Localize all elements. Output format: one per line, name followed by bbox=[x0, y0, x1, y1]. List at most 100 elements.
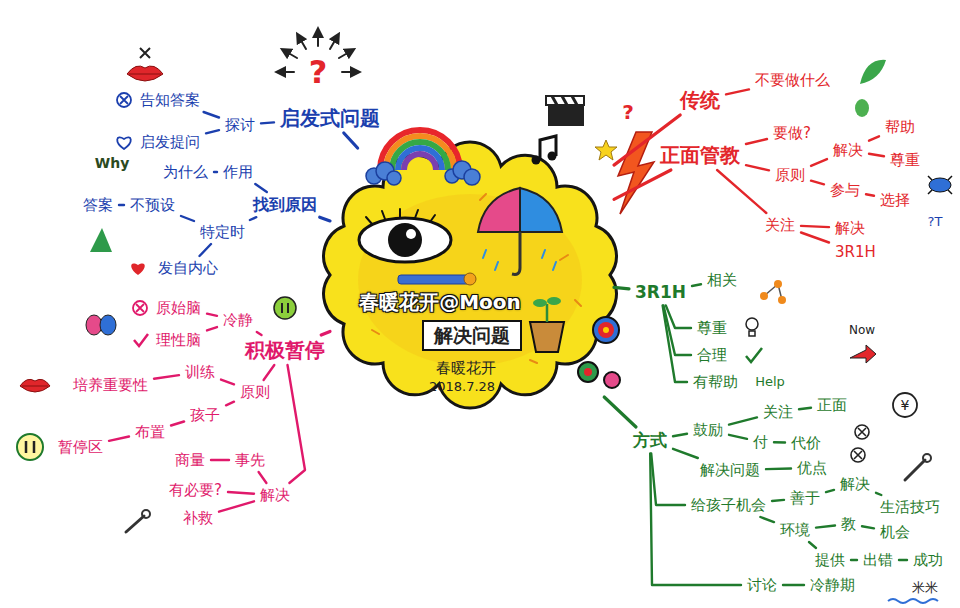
branch-line bbox=[181, 216, 194, 221]
branch-node: 找到原因 bbox=[249, 194, 321, 215]
node-text: 付 bbox=[753, 433, 768, 451]
brain-icon bbox=[86, 315, 116, 335]
node-text: 机会 bbox=[880, 523, 910, 541]
node-text: 解决 bbox=[833, 141, 863, 159]
branch-line bbox=[207, 327, 217, 330]
branch-line bbox=[866, 194, 874, 196]
branch-line bbox=[228, 492, 254, 494]
node-text: 尊重 bbox=[890, 151, 920, 169]
center-title: 解决问题 bbox=[422, 320, 522, 351]
cross-circle bbox=[851, 448, 865, 462]
wrench-icon bbox=[142, 510, 150, 518]
branch-node: 机会 bbox=[876, 522, 914, 542]
branch-node: 环境 bbox=[776, 520, 814, 540]
branch-line bbox=[261, 122, 274, 123]
branch-node: 解决 bbox=[829, 140, 867, 160]
branch-line bbox=[257, 332, 262, 335]
node-text: 商量 bbox=[175, 451, 205, 469]
node-text: 给孩子机会 bbox=[691, 496, 766, 514]
branch-node: 成功 bbox=[909, 550, 947, 570]
wrench-icon bbox=[126, 516, 144, 532]
branch-node: 积极暂停 bbox=[241, 337, 329, 363]
node-text: 补救 bbox=[183, 509, 213, 527]
annotation-label: ¥ bbox=[901, 397, 910, 414]
branch-node: 孩子 bbox=[186, 405, 224, 425]
branch-node: 培养重要性 bbox=[69, 375, 152, 395]
node-text: 成功 bbox=[913, 551, 943, 569]
magic-wand bbox=[398, 275, 470, 284]
molecule-icon bbox=[760, 280, 786, 304]
branch-line bbox=[673, 449, 698, 458]
annotation-label: 春暖花开 bbox=[436, 359, 496, 377]
node-text: 原则 bbox=[775, 166, 805, 184]
branch-line bbox=[816, 526, 835, 528]
question-arrows bbox=[285, 51, 297, 58]
rainbow bbox=[398, 148, 442, 170]
node-text: 解决 bbox=[835, 219, 865, 237]
rainbow bbox=[380, 130, 460, 170]
branch-node: 为什么 bbox=[159, 162, 212, 182]
node-text: 要做? bbox=[773, 124, 811, 142]
branch-line bbox=[729, 435, 747, 439]
branch-line bbox=[869, 154, 884, 157]
branch-node: 原始脑 bbox=[152, 298, 205, 318]
node-text: 暂停区 bbox=[58, 438, 103, 456]
branch-line bbox=[772, 500, 784, 501]
branch-node: 作用 bbox=[219, 162, 257, 182]
question-arrows bbox=[330, 37, 337, 49]
magic-wand bbox=[464, 273, 476, 285]
wrench-icon bbox=[905, 460, 925, 480]
umbrella bbox=[478, 188, 520, 232]
branch-line bbox=[200, 244, 212, 256]
annotation-label: 米米 bbox=[912, 580, 938, 596]
branch-node: 提供 bbox=[811, 550, 849, 570]
branch-line bbox=[799, 408, 811, 410]
branch-node: 告知答案 bbox=[136, 90, 204, 110]
branch-node: 讨论 bbox=[743, 575, 781, 595]
bug-icon bbox=[929, 178, 951, 192]
branch-node: 给孩子机会 bbox=[687, 495, 770, 515]
branch-node: 解决 bbox=[831, 218, 869, 238]
lips-icon bbox=[127, 66, 163, 81]
heart-icon bbox=[117, 137, 131, 149]
node-text: 鼓励 bbox=[693, 421, 723, 439]
cross-circle bbox=[855, 425, 869, 439]
branch-line bbox=[288, 365, 306, 483]
branch-line bbox=[604, 397, 636, 427]
branch-node: 布置 bbox=[131, 422, 169, 442]
sprout-pot bbox=[530, 322, 564, 352]
node-text: 布置 bbox=[135, 423, 165, 441]
node-text: 发自内心 bbox=[158, 259, 218, 277]
bulb-icon bbox=[746, 318, 758, 330]
branch-node: 暂停区 bbox=[54, 437, 107, 457]
watermark: 春暖花开@Moon bbox=[359, 290, 521, 314]
cross-circle bbox=[117, 93, 131, 107]
node-text: 答案 bbox=[83, 196, 113, 214]
node-text: 原始脑 bbox=[156, 299, 201, 317]
sprout-pot bbox=[546, 304, 549, 322]
branch-line bbox=[899, 559, 907, 561]
pause-circle bbox=[17, 434, 43, 460]
branch-line bbox=[207, 314, 217, 316]
branch-line bbox=[264, 365, 275, 380]
branch-line bbox=[801, 226, 829, 227]
branch-line bbox=[869, 136, 879, 140]
node-text: 积极暂停 bbox=[245, 338, 325, 362]
arrow-icon bbox=[850, 345, 876, 363]
annotation-label: ? bbox=[309, 53, 328, 91]
branch-node: 商量 bbox=[171, 450, 209, 470]
branch-line bbox=[219, 501, 254, 511]
branch-node: 发自内心 bbox=[154, 258, 222, 278]
umbrella bbox=[483, 250, 556, 270]
branch-line bbox=[320, 217, 330, 221]
cloud-outline bbox=[324, 142, 617, 408]
branch-line bbox=[826, 490, 834, 492]
rainbow bbox=[386, 136, 454, 170]
branch-node: 解决 bbox=[256, 485, 294, 505]
cross-circle bbox=[133, 301, 147, 315]
node-text: 培养重要性 bbox=[73, 376, 148, 394]
target-circles bbox=[584, 368, 592, 376]
node-text: 帮助 bbox=[885, 118, 915, 136]
node-text: 启发提问 bbox=[140, 133, 200, 151]
